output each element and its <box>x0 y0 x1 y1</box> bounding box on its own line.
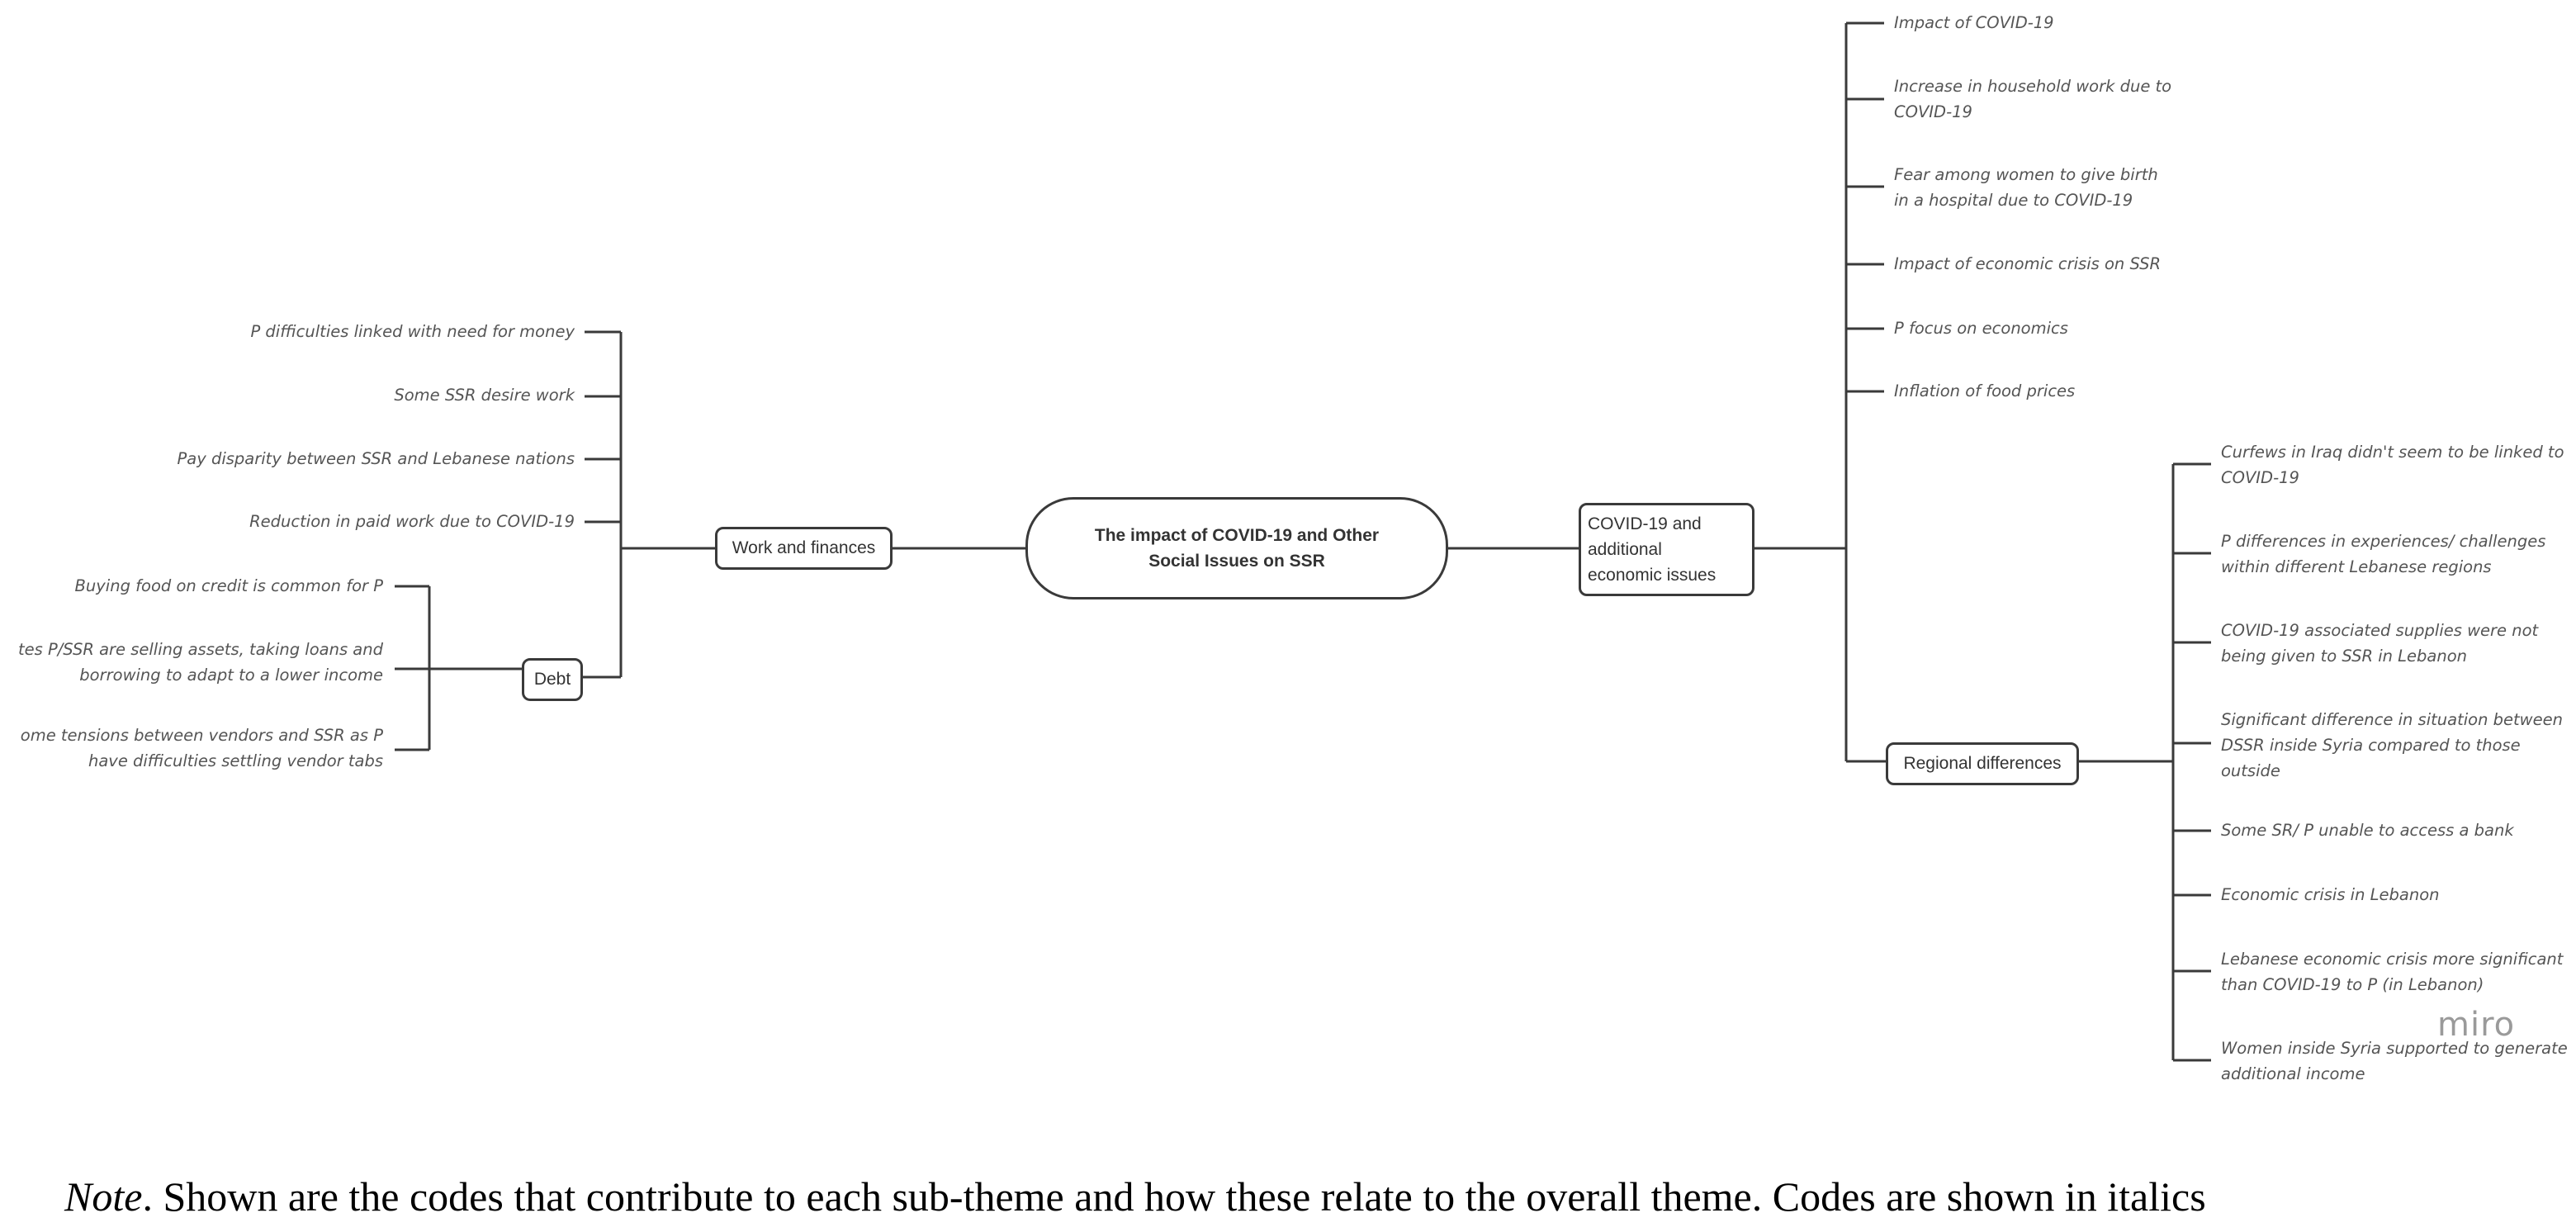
code-covid-6[interactable]: Inflation of food prices <box>1894 381 2076 400</box>
subtheme-debt[interactable]: Debt <box>522 658 583 701</box>
note-text: . Shown are the codes that contribute to… <box>142 1173 2206 1220</box>
subtheme-regional-differences[interactable]: Regional differences <box>1886 742 2079 785</box>
code-work-3[interactable]: Pay disparity between SSR and Lebanese n… <box>177 449 575 468</box>
code-regional-2[interactable]: P differences in experiences/ challenges… <box>2221 532 2546 576</box>
code-regional-5[interactable]: Some SR/ P unable to access a bank <box>2221 821 2514 840</box>
code-regional-3[interactable]: COVID-19 associated supplies were not be… <box>2221 621 2539 666</box>
central-theme-node[interactable]: The impact of COVID-19 and Other Social … <box>1025 497 1448 599</box>
subtheme-label: Work and finances <box>732 538 876 557</box>
code-work-2[interactable]: Some SSR desire work <box>394 386 575 405</box>
subtheme-label: COVID-19 and additional economic issues <box>1588 514 1717 585</box>
subtheme-work-and-finances[interactable]: Work and finances <box>715 527 893 570</box>
code-covid-3[interactable]: Fear among women to give birth in a hosp… <box>1894 165 2158 210</box>
subtheme-label: Regional differences <box>1903 754 2062 773</box>
code-regional-4[interactable]: Significant difference in situation betw… <box>2221 710 2563 780</box>
code-debt-2[interactable]: tes P/SSR are selling assets, taking loa… <box>17 640 383 685</box>
subtheme-covid-economic[interactable]: COVID-19 and additional economic issues <box>1579 503 1754 596</box>
code-work-1[interactable]: P difficulties linked with need for mone… <box>250 322 575 341</box>
figure-note: Note. Shown are the codes that contribut… <box>64 1173 2206 1220</box>
code-debt-3[interactable]: ome tensions between vendors and SSR as … <box>20 726 383 770</box>
code-covid-5[interactable]: P focus on economics <box>1894 319 2068 338</box>
code-regional-7[interactable]: Lebanese economic crisis more significan… <box>2221 950 2564 994</box>
code-regional-6[interactable]: Economic crisis in Lebanon <box>2221 885 2440 904</box>
connector-lines <box>395 21 2211 1062</box>
central-theme-label: The impact of COVID-19 and Other Social … <box>1094 526 1380 571</box>
code-regional-8[interactable]: Women inside Syria supported to generate… <box>2221 1039 2568 1083</box>
subtheme-label: Debt <box>533 670 571 689</box>
miro-logo: miro <box>2437 1006 2516 1044</box>
note-label: Note <box>64 1173 143 1220</box>
code-regional-1[interactable]: Curfews in Iraq didn't seem to be linked… <box>2221 443 2564 487</box>
code-work-4[interactable]: Reduction in paid work due to COVID-19 <box>249 512 575 531</box>
code-covid-1[interactable]: Impact of COVID-19 <box>1894 13 2054 32</box>
code-debt-1[interactable]: Buying food on credit is common for P <box>74 576 383 595</box>
code-covid-4[interactable]: Impact of economic crisis on SSR <box>1894 254 2162 273</box>
code-covid-2[interactable]: Increase in household work due to COVID-… <box>1894 77 2172 121</box>
mind-map: The impact of COVID-19 and Other Social … <box>17 13 2568 1083</box>
